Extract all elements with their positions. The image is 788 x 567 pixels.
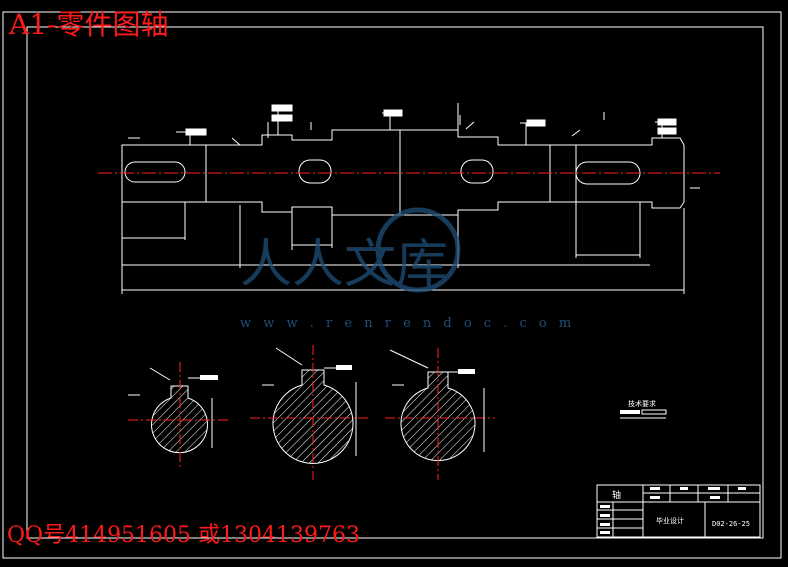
title-block: [596, 484, 761, 538]
contact-text: QQ号414951605 或1304139763: [7, 523, 361, 548]
outer-frame: [2, 11, 782, 559]
section-a: [128, 362, 230, 470]
section-views: [128, 345, 495, 480]
section-c: [385, 348, 495, 480]
technical-notes: 技术要求: [620, 399, 667, 419]
watermark-logo: 人人文库: [240, 207, 461, 295]
notes-heading: 技术要求: [628, 399, 656, 408]
watermark-text: 人人文库: [240, 235, 448, 295]
inner-frame: [26, 26, 764, 539]
shaft-main-view: [121, 104, 700, 294]
title-block-project: 毕业设计: [656, 516, 684, 525]
page-title: A1-零件图轴: [9, 8, 169, 41]
watermark-url: w w w . r e n r e n d o c . c o m: [240, 316, 576, 331]
title-block-drawing-no: D02-26-25: [712, 520, 750, 528]
title-block-part-name: 轴: [612, 489, 621, 501]
section-b: [250, 345, 368, 480]
